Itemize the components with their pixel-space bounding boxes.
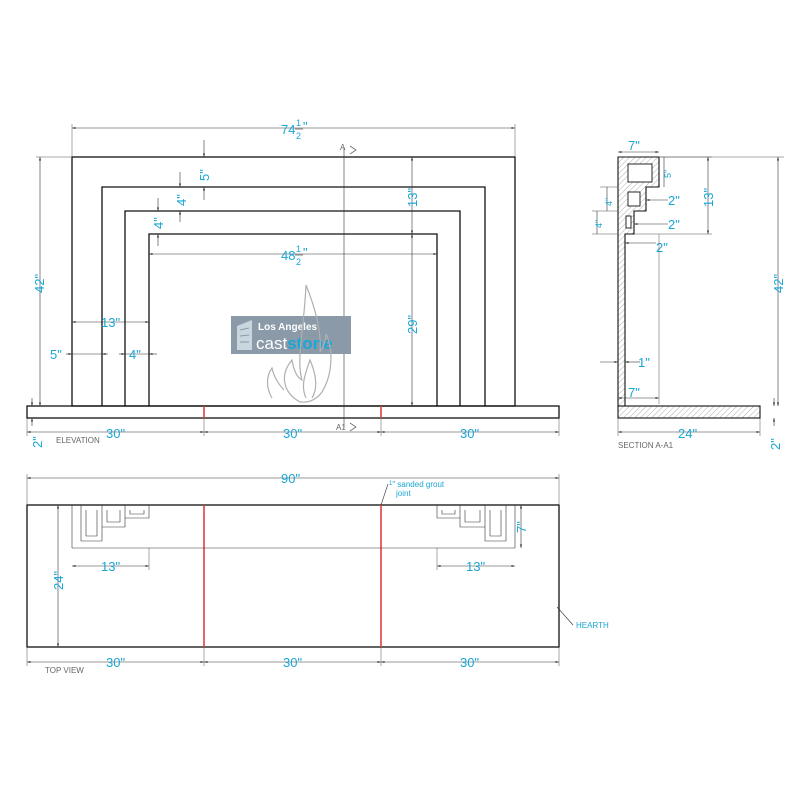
- section-recess-2: [627, 191, 641, 207]
- dim-top-13-right: 13": [466, 559, 485, 574]
- hearth-leader: [556, 606, 574, 626]
- dim-top-seg-1: 30": [106, 655, 125, 670]
- section-recess-3: [625, 215, 632, 229]
- dim-top-seg-2: 30": [283, 655, 302, 670]
- section-hearth: [617, 405, 761, 419]
- dim-4-b: 4": [151, 217, 166, 229]
- dim-4-a: 4": [174, 194, 189, 206]
- dim-section-4-b: 4": [594, 220, 604, 228]
- mantel-frame-2: [101, 186, 486, 406]
- dim-section-5-small: 5": [663, 170, 673, 178]
- dim-4-side: 4": [129, 347, 141, 362]
- grout-note-line1: 1" sanded grout: [389, 480, 445, 489]
- section-marker-a-arrow: [349, 145, 357, 155]
- dim-top-seg-3: 30": [460, 655, 479, 670]
- section-marker-a: A: [340, 143, 346, 152]
- hearth-top-view: [26, 504, 560, 648]
- mantel-firebox-opening: [148, 233, 438, 406]
- dim-13-right: 13": [405, 188, 420, 207]
- section-marker-a1-arrow: [349, 422, 357, 432]
- top-view: 90" 1" sanded grout joint 24" 13" 13" 7"…: [26, 471, 609, 675]
- dim-section-2-c: 2": [656, 240, 668, 255]
- dim-section-1: 1": [638, 355, 650, 370]
- dim-section-2-a: 2": [668, 193, 680, 208]
- section-recess-1: [627, 163, 653, 183]
- grout-leader: [380, 483, 389, 506]
- hearth-label: HEARTH: [576, 621, 609, 630]
- dim-top-overall: 90": [281, 471, 300, 486]
- dim-section-7-bottom: 7": [628, 385, 640, 400]
- top-view-label: TOP VIEW: [45, 666, 84, 675]
- dim-height-42: 42": [32, 274, 47, 293]
- dim-overall-width-unit: ": [303, 119, 308, 134]
- elevation-view: A A1 74 1 2 " 42" 5" 4" 4" 13" 48: [26, 118, 560, 448]
- mantel-footprint-right: [436, 505, 516, 548]
- hearth-elevation: [26, 405, 560, 419]
- dim-section-42: 42": [771, 274, 786, 293]
- brand-logo: Los Angeles caststone: [231, 284, 351, 403]
- dim-section-2-b: 2": [668, 217, 680, 232]
- dim-section-13: 13": [701, 188, 716, 207]
- flame-icon: [266, 284, 332, 403]
- dim-top-depth: 24": [51, 571, 66, 590]
- dim-29: 29": [405, 315, 420, 334]
- dim-opening-width-den: 2: [296, 257, 301, 267]
- dim-opening-width-unit: ": [303, 245, 308, 260]
- building-icon: [237, 320, 252, 350]
- dim-elev-seg-3: 30": [460, 426, 479, 441]
- logo-wordmark: caststone: [256, 334, 333, 353]
- dim-top-7: 7": [514, 521, 529, 533]
- dim-13-leg: 13": [101, 315, 120, 330]
- dim-opening-width-whole: 48: [281, 248, 295, 263]
- mantel-footprint-left: [71, 505, 515, 549]
- elevation-label: ELEVATION: [56, 436, 100, 445]
- dim-opening-width-num: 1: [296, 244, 301, 254]
- dim-section-4-a: 4": [604, 198, 614, 206]
- dim-2-hearth: 2": [30, 436, 45, 448]
- section-label: SECTION A-A1: [618, 441, 674, 450]
- section-marker-a1: A1: [336, 423, 346, 432]
- dim-section-2-hearth: 2": [768, 438, 783, 450]
- section-view: 7" 5" 4" 4" 13" 2" 2" 2" 42" 1": [592, 138, 786, 450]
- dim-overall-width-den: 2: [296, 131, 301, 141]
- grout-note-line2: joint: [395, 489, 411, 498]
- dim-section-24: 24": [678, 426, 697, 441]
- mantel-frame-3: [124, 210, 461, 406]
- dim-overall-width-whole: 74: [281, 122, 295, 137]
- dim-top-13-left: 13": [101, 559, 120, 574]
- dim-elev-seg-2: 30": [283, 426, 302, 441]
- dim-5-top: 5": [197, 169, 212, 181]
- logo-line1: Los Angeles: [258, 322, 318, 333]
- dim-5-side: 5": [50, 347, 62, 362]
- dim-elev-seg-1: 30": [106, 426, 125, 441]
- dim-section-7-top: 7": [628, 138, 640, 153]
- dim-overall-width-num: 1: [296, 118, 301, 128]
